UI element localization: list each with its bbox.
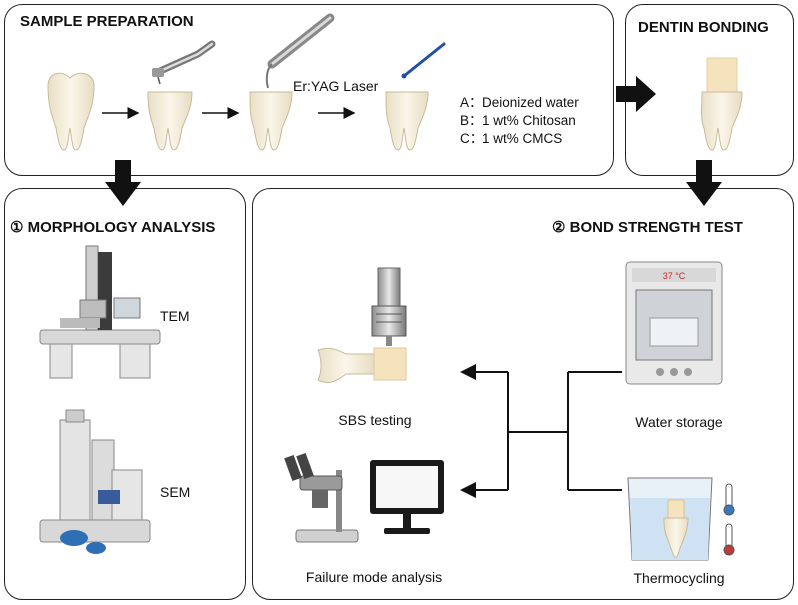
cut-tooth-icon bbox=[147, 91, 193, 151]
group-item-c: C：1 wt% CMCS bbox=[460, 130, 579, 148]
stereo-microscope-icon bbox=[284, 453, 359, 543]
intact-tooth-icon bbox=[47, 72, 95, 151]
group-list: A：Deionized water B：1 wt% Chitosan C：1 w… bbox=[460, 94, 579, 148]
bond-strength-test-panel bbox=[252, 188, 794, 600]
sample-preparation-title: SAMPLE PREPARATION bbox=[20, 13, 194, 30]
sbs-testing-label: SBS testing bbox=[338, 412, 412, 428]
bonded-tooth-icon bbox=[701, 57, 743, 151]
bond-strength-test-title: ② BOND STRENGTH TEST bbox=[552, 219, 743, 236]
group-letter: C： bbox=[460, 131, 484, 146]
arrow-to-morphology-icon bbox=[105, 160, 141, 206]
sem-label: SEM bbox=[160, 484, 191, 500]
group-text: Deionized water bbox=[482, 95, 579, 110]
flow-connector-lines bbox=[460, 364, 622, 498]
group-letter: B： bbox=[460, 113, 483, 128]
group-item-b: B：1 wt% Chitosan bbox=[460, 112, 579, 130]
laser-label: Er:YAG Laser bbox=[293, 78, 379, 94]
cold-thermometer-icon bbox=[723, 483, 735, 516]
water-storage-label: Water storage bbox=[635, 414, 723, 430]
sem-microscope-icon bbox=[39, 409, 151, 554]
sample-preparation-panel bbox=[4, 4, 614, 176]
tem-microscope-icon bbox=[39, 245, 161, 379]
computer-monitor-icon bbox=[370, 460, 444, 534]
laser-handpiece-icon bbox=[265, 13, 335, 89]
group-letter: A： bbox=[460, 95, 483, 110]
treated-tooth-icon bbox=[385, 91, 429, 151]
incubator-temperature-display: 37 °C bbox=[663, 271, 686, 281]
lased-tooth-icon bbox=[249, 91, 293, 151]
microbrush-applicator-icon bbox=[401, 42, 446, 79]
sbs-tooth-specimen-icon bbox=[317, 347, 407, 383]
failure-mode-label: Failure mode analysis bbox=[305, 569, 443, 585]
group-item-a: A：Deionized water bbox=[460, 94, 579, 112]
tem-label: TEM bbox=[160, 308, 190, 324]
dentin-bonding-title: DENTIN BONDING bbox=[638, 19, 769, 36]
dental-handpiece-icon bbox=[152, 40, 216, 85]
thermocycling-label: Thermocycling bbox=[633, 570, 725, 586]
hot-thermometer-icon bbox=[723, 523, 735, 556]
group-text: 1 wt% CMCS bbox=[482, 131, 563, 146]
arrow-to-bond-strength-icon bbox=[686, 160, 722, 206]
water-bath-icon bbox=[627, 477, 713, 561]
incubator-icon: 37 °C bbox=[625, 261, 723, 385]
shear-bond-tester-icon bbox=[371, 267, 407, 346]
arrow-to-dentin-bonding-icon bbox=[616, 76, 656, 112]
group-text: 1 wt% Chitosan bbox=[482, 113, 576, 128]
morphology-analysis-title: ① MORPHOLOGY ANALYSIS bbox=[10, 219, 216, 236]
